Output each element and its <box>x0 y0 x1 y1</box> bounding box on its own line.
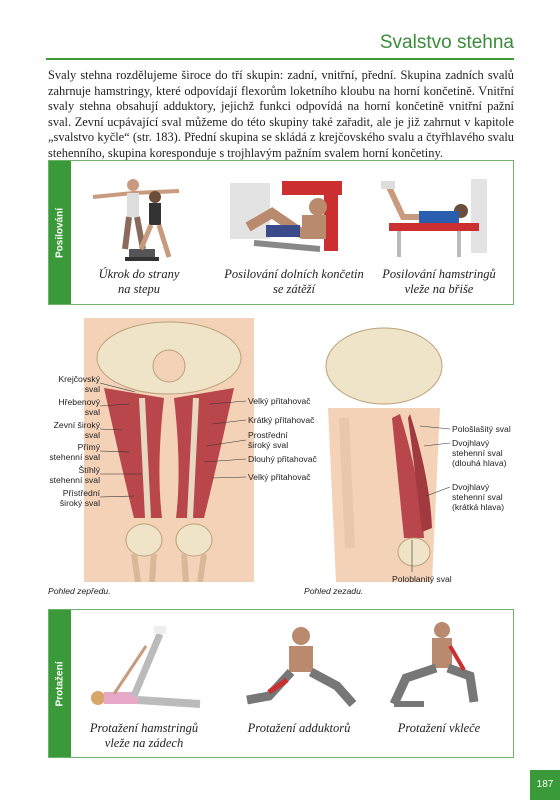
label-hrebenovy: Hřebenový sval <box>58 397 100 417</box>
intro-paragraph: Svaly stehna rozdělujeme široce do tří s… <box>48 68 514 160</box>
prone-curl-figure <box>381 179 487 257</box>
label-pristredni: Přístřední široký sval <box>59 488 100 508</box>
anatomy-front-illustration <box>84 318 254 582</box>
anatomy-back-illustration <box>320 318 448 582</box>
label-primy: Přímý stehenní sval <box>49 442 100 462</box>
hamstring-stretch-figure <box>91 626 201 708</box>
page-number: 187 <box>530 770 560 800</box>
posilovani-tag: Posilování <box>49 161 71 304</box>
label-kratky-pritahovac: Krátký přitahovač <box>248 415 315 425</box>
label-zevni-siroky: Zevní široký sval <box>53 420 100 440</box>
kneeling-stretch-figure <box>389 622 479 707</box>
label-polosl: Pološlašitý sval <box>452 424 511 434</box>
caption-kneeling-stretch: Protažení vkleče <box>397 721 481 735</box>
label-dlouhy-pritahovac: Dlouhý přitahovač <box>248 454 317 464</box>
label-velky-pritahovac-1: Velký přitahovač <box>248 396 311 406</box>
adductor-stretch-figure <box>246 627 357 707</box>
label-prostredni-siroky: Prostřední široký sval <box>248 430 289 450</box>
back-view-caption: Pohled zezadu. <box>304 586 364 596</box>
step-lunge-figure <box>92 179 180 261</box>
label-dvojhlavy-kratka: Dvojhlavý stehenní sval (krátká hlava) <box>452 482 505 512</box>
caption-adductor-stretch: Protažení adduktorů <box>247 721 351 735</box>
label-dvojhlavy-dlouha: Dvojhlavý stehenní sval (dlouhá hlava) <box>452 438 507 468</box>
front-view-caption: Pohled zepředu. <box>48 586 111 596</box>
page-title: Svalstvo stehna <box>379 32 514 53</box>
label-velky-pritahovac-2: Velký přitahovač <box>248 472 311 482</box>
protazeni-tag: Protažení <box>49 610 71 757</box>
leg-press-figure <box>230 181 342 252</box>
label-stihly: Štíhlý stehenní sval <box>49 465 100 485</box>
label-krejcovsky: Krejčovský sval <box>58 374 100 394</box>
title-rule <box>46 58 514 60</box>
label-poloblanity: Poloblanitý sval <box>392 574 452 584</box>
